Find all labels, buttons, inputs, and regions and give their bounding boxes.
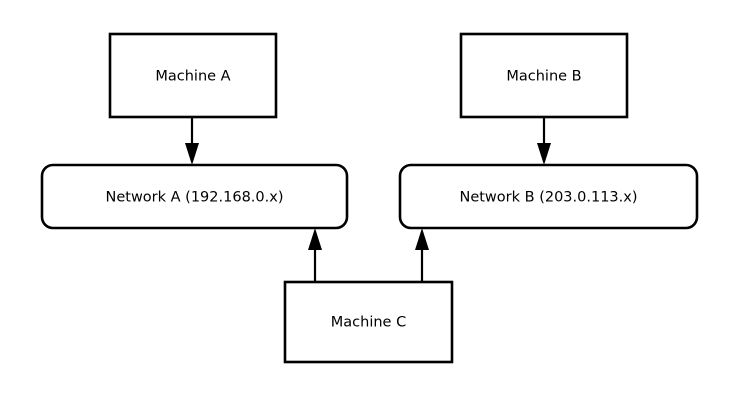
network-b-label: Network B (203.0.113.x) (459, 190, 637, 206)
machine-c-label: Machine C (331, 315, 406, 331)
network-a-label: Network A (192.168.0.x) (106, 190, 284, 206)
node-machine-a[interactable]: Machine A (108, 32, 278, 119)
network-b-box[interactable] (398, 163, 699, 230)
arrowhead-down-icon (185, 143, 199, 165)
machine-a-box[interactable] (108, 32, 278, 119)
edge-machine-c-to-network-b (415, 228, 429, 282)
machine-b-label: Machine B (506, 69, 581, 85)
edge-machine-c-to-network-a (308, 228, 322, 282)
node-network-a[interactable]: Network A (192.168.0.x) (40, 163, 349, 230)
machine-c-box[interactable] (283, 280, 454, 364)
arrowhead-down-icon (537, 143, 551, 165)
arrowhead-up-icon (415, 228, 429, 250)
network-a-box[interactable] (40, 163, 349, 230)
edge-machine-a-to-network-a (185, 117, 199, 165)
arrowhead-up-icon (308, 228, 322, 250)
node-machine-c[interactable]: Machine C (283, 280, 454, 364)
machine-a-label: Machine A (155, 69, 230, 85)
node-machine-b[interactable]: Machine B (459, 32, 629, 119)
node-network-b[interactable]: Network B (203.0.113.x) (398, 163, 699, 230)
machine-b-box[interactable] (459, 32, 629, 119)
edge-machine-b-to-network-b (537, 117, 551, 165)
